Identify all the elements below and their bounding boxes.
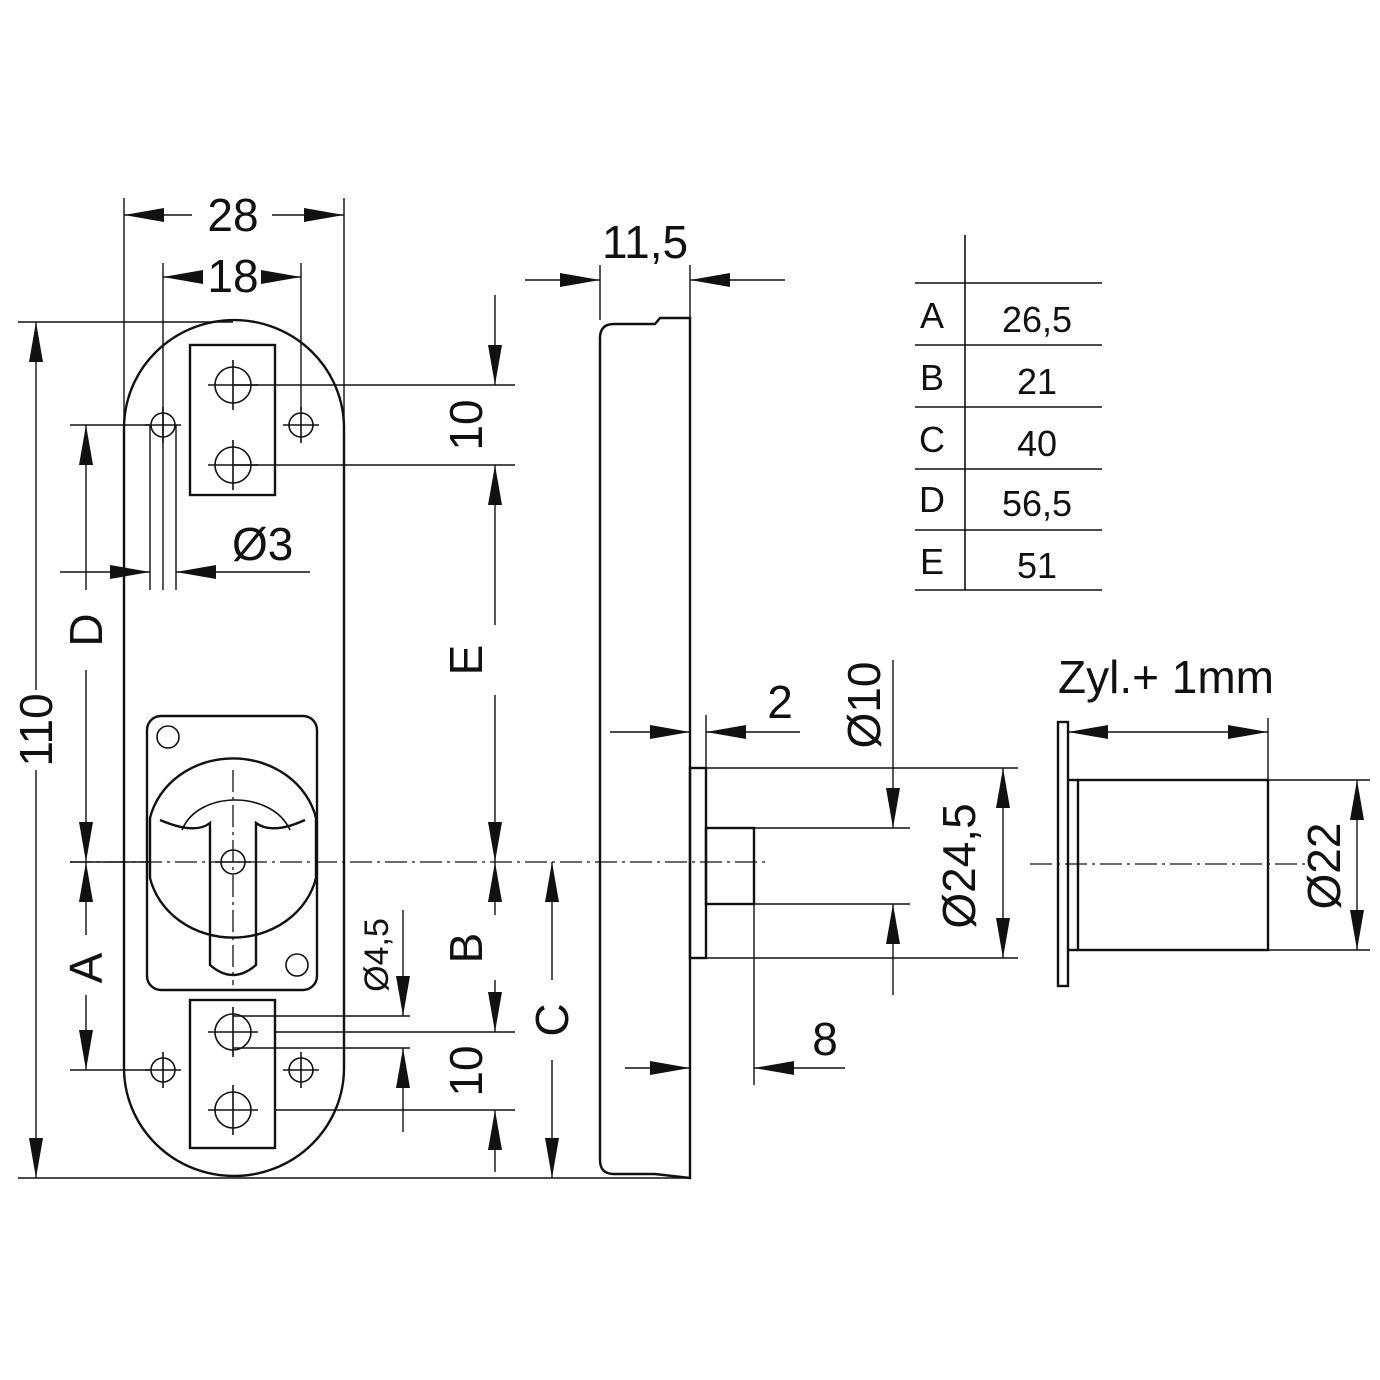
dim-inner-dia: Ø10 [838,662,890,749]
mounting-hole-right-bottom [283,1052,319,1088]
front-dimensions: 28 18 Ø3 110 D [10,189,690,1179]
table-row-value: 56,5 [1002,483,1072,524]
dim-bottom-hole-pitch: 10 [440,1045,492,1096]
table-row: D 56,5 [919,479,1072,524]
cylinder-body [1076,778,1270,952]
dim-cam-depth: 8 [812,1013,838,1065]
cylinder-flange [1056,720,1070,988]
cam-arc [181,799,291,831]
letter-d: D [60,613,112,646]
plate-outline [122,318,346,1178]
crosshead-screw-icon [208,1085,258,1135]
cylinder-view: Zyl.+ 1mm Ø22 [1030,651,1370,988]
dim-plate-width: 28 [207,189,258,241]
dim-collar-thickness: 2 [767,676,793,728]
dim-top-hole-pitch: 10 [440,399,492,450]
dim-overall-height: 110 [10,693,62,766]
letter-b: B [440,933,492,964]
cylinder-cover [145,714,319,992]
bottom-block [188,998,277,1150]
cylinder-opening [148,757,318,939]
side-plate-outline [598,316,692,1180]
cover-hole-top-left [156,725,180,749]
table-row-key: E [920,541,944,582]
screw-hole-icon [208,1007,258,1057]
dim-hole-spacing: 18 [207,250,258,302]
dim-outer-dia: Ø24,5 [933,803,985,928]
dim-cylinder-dia: Ø22 [1298,823,1350,910]
dim-screw-hole-dia: Ø3 [232,518,293,570]
side-view: 11,5 2 8 Ø10 Ø24,5 [525,216,1018,1180]
top-block [188,343,277,497]
table-row-value: 26,5 [1002,299,1072,340]
table-row-key: D [919,479,945,520]
table-row: A 26,5 [920,295,1072,340]
table-row-value: 51 [1017,545,1057,586]
table-row: B 21 [920,357,1057,402]
dim-cylinder-length-note: Zyl.+ 1mm [1058,651,1274,703]
mounting-hole-right-top [283,407,319,443]
table-row: C 40 [919,419,1057,464]
table-row-key: A [920,295,944,336]
table-row-value: 21 [1017,361,1057,402]
side-cam [704,826,756,906]
table-row-key: C [919,419,945,460]
table-row: E 51 [920,541,1057,586]
cover-hole-bottom-right [285,953,309,977]
dimension-table: A 26,5 B 21 C 40 D 56,5 E 51 [915,235,1102,591]
letter-c: C [526,1003,578,1036]
table-row-key: B [920,357,944,398]
mounting-hole-left-bottom [145,1052,181,1088]
side-collar [688,766,708,960]
dim-plate-depth: 11,5 [602,216,688,268]
table-row-value: 40 [1017,423,1057,464]
letter-a: A [60,952,112,983]
letter-e: E [440,645,492,676]
dim-small-hole-dia: Ø4,5 [358,918,396,992]
